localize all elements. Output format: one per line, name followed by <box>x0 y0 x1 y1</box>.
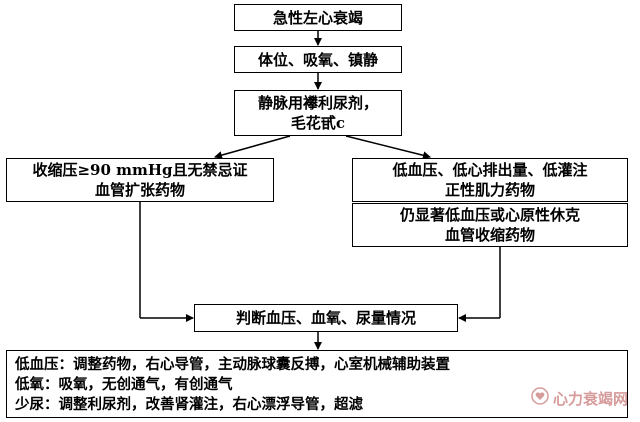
box-assess: 判断血压、血氧、尿量情况 <box>194 304 458 332</box>
box-inotrope: 低血压、低心排出量、低灌注 正性肌力药物 <box>352 158 628 202</box>
arrow-3-left <box>214 135 291 159</box>
management-oliguria: 少尿：调整利尿剂，改善肾灌注，右心漂浮导管，超滤 <box>15 396 363 413</box>
management-hypotension: 低血压：调整药物，右心导管，主动脉球囊反搏，心室机械辅助装置 <box>15 356 450 373</box>
watermark-text: 心力衰竭网 <box>552 390 628 408</box>
heart-logo-icon <box>531 387 549 405</box>
watermark: 心力衰竭网 <box>531 387 628 409</box>
arrow-3-right <box>345 135 431 160</box>
management-hypoxia: 低氧：吸氧，无创通气，有创通气 <box>15 376 233 393</box>
box-posture-oxygen-sedation: 体位、吸氧、镇静 <box>234 46 402 73</box>
box-acute-lhf: 急性左心衰竭 <box>234 4 402 31</box>
box-diuretic: 静脉用襻利尿剂， 毛花甙c <box>234 90 402 136</box>
box-vasopressor: 仍显著低血压或心原性休克 血管收缩药物 <box>352 203 628 247</box>
box-vasodilator: 收缩压≥90 mmHg且无禁忌证 血管扩张药物 <box>6 158 274 202</box>
box-management: 低血压：调整药物，右心导管，主动脉球囊反搏，心室机械辅助装置 低氧：吸氧，无创通… <box>6 350 628 418</box>
